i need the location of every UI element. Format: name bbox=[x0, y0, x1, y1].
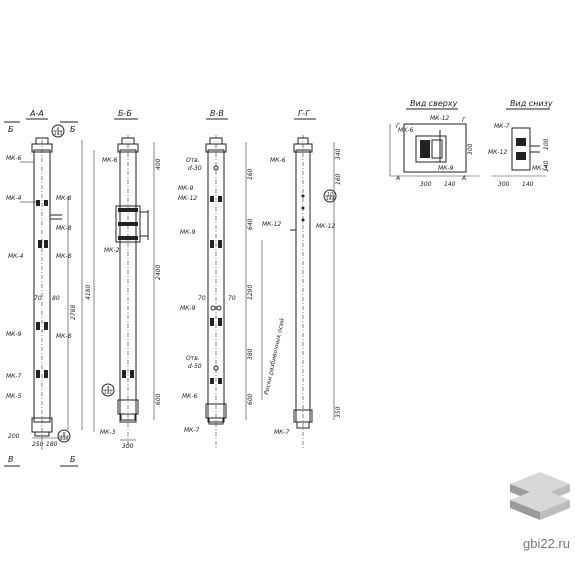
bottom-view-dim-1: 140 bbox=[522, 181, 534, 188]
view-gg-label-3: МК-7 bbox=[274, 429, 290, 436]
view-gg-callout bbox=[323, 189, 337, 203]
view-aa-label-6: МК-8 bbox=[56, 253, 72, 260]
view-aa-callout-bottom bbox=[57, 429, 71, 443]
plate bbox=[36, 200, 40, 206]
view-aa-label-3: МК-8 bbox=[56, 195, 72, 202]
top-view-label-2: МК-9 bbox=[438, 165, 454, 172]
view-vv-dim-6: 70 bbox=[228, 295, 236, 302]
view-aa-label-4: МК-8 bbox=[56, 225, 72, 232]
top-view-dim-1: 140 bbox=[444, 181, 456, 188]
bottom-view: Вид снизу МК-7 МК-12 МК-3 300 140 100 14… bbox=[488, 99, 553, 188]
view-aa-dim-4: 250 bbox=[32, 441, 44, 448]
view-bb-dim-0: 400 bbox=[155, 158, 162, 170]
view-aa-cut-bottom-right: Б bbox=[70, 455, 76, 464]
top-view-mark-3: А bbox=[461, 175, 466, 182]
top-view-mark-1: Г bbox=[462, 117, 466, 124]
view-aa-title: А-А bbox=[29, 109, 44, 118]
top-view-body bbox=[403, 123, 467, 173]
view-bb-dim-2: 600 bbox=[155, 393, 162, 405]
view-aa-label-5: МК-9 bbox=[6, 331, 22, 338]
stacked-slabs-logo bbox=[510, 472, 570, 520]
view-aa-dim-0: 4180 bbox=[85, 285, 92, 300]
view-aa-label-9: МК-5 bbox=[6, 393, 22, 400]
view-bb-label-1: МК-2 bbox=[104, 247, 120, 254]
bottom-view-label-2: МК-3 bbox=[532, 165, 548, 172]
view-gg-label-1: МК-12 bbox=[262, 221, 281, 228]
view-bb-bracket bbox=[115, 205, 141, 243]
top-view-dim-2: 300 bbox=[467, 143, 474, 155]
view-aa-dim-6: 200 bbox=[8, 433, 20, 440]
view-bb-label-2: МК-3 bbox=[100, 429, 116, 436]
view-gg-dim-2: 350 bbox=[335, 406, 342, 418]
view-gg-title: Г-Г bbox=[298, 109, 310, 118]
view-vv-label-1: d-30 bbox=[188, 165, 202, 172]
view-aa-cut-bottom-left: В bbox=[8, 455, 14, 464]
view-aa-label-1: МК-4 bbox=[6, 195, 22, 202]
view-gg: Г-Г МК-6 МК-12 МК-12 МК-7 340 160 350 Ри… bbox=[261, 109, 342, 448]
top-view-dim-0: 300 bbox=[420, 181, 432, 188]
top-view-mark-0: Г bbox=[396, 123, 400, 130]
top-view: Вид сверху Г Г А А МК-6 МК-12 МК-9 300 1… bbox=[389, 99, 480, 188]
view-vv-dim-4: 600 bbox=[247, 393, 254, 405]
top-view-mark-2: А bbox=[395, 175, 400, 182]
view-gg-label-0: МК-6 bbox=[270, 157, 286, 164]
bottom-view-label-1: МК-12 bbox=[488, 149, 507, 156]
view-vv-dim-1: 640 bbox=[247, 218, 254, 230]
view-vv: В-В Отв. d-30 МК-9 МК-12 МК-9 МК-9 Отв. … bbox=[178, 109, 254, 448]
view-bb-dim-3: 300 bbox=[122, 443, 134, 450]
view-gg-label-2: МК-12 bbox=[316, 223, 335, 230]
top-view-title: Вид сверху bbox=[410, 99, 458, 108]
view-gg-dim-0: 340 bbox=[335, 148, 342, 160]
view-vv-label-2: МК-9 bbox=[178, 185, 194, 192]
view-aa-label-7: МК-7 bbox=[6, 373, 22, 380]
view-gg-dim-1: 160 bbox=[335, 173, 342, 185]
view-bb-callout bbox=[101, 383, 115, 397]
view-vv-label-0: Отв. bbox=[186, 157, 200, 164]
bottom-view-dim-2: 100 bbox=[543, 138, 550, 150]
view-vv-dim-3: 380 bbox=[247, 348, 254, 360]
view-aa-cut-right: Б bbox=[70, 125, 76, 134]
view-aa: А-А Б Б В Б МК-6 bbox=[4, 109, 92, 467]
bottom-view-label-0: МК-7 bbox=[494, 123, 510, 130]
view-aa-callout-top bbox=[51, 124, 65, 138]
view-vv-label-3: МК-12 bbox=[178, 195, 197, 202]
view-aa-dim-2: 70 bbox=[34, 295, 42, 302]
view-gg-side-note: Риски разбивочных осей bbox=[263, 318, 286, 396]
view-aa-dim-3: 80 bbox=[52, 295, 60, 302]
watermark-text: gbi22.ru bbox=[523, 536, 570, 551]
view-vv-label-8: МК-6 bbox=[182, 393, 198, 400]
bottom-view-dim-3: 140 bbox=[543, 160, 550, 172]
view-vv-label-9: МК-7 bbox=[184, 427, 200, 434]
view-vv-label-4: МК-9 bbox=[180, 229, 196, 236]
view-aa-dim-1: 2788 bbox=[70, 305, 77, 320]
view-vv-label-5: МК-9 bbox=[180, 305, 196, 312]
view-aa-cut-left: Б bbox=[8, 125, 14, 134]
view-bb-label-0: МК-6 bbox=[102, 157, 118, 164]
view-aa-label-2: МК-4 bbox=[8, 253, 24, 260]
bottom-view-dim-0: 300 bbox=[498, 181, 510, 188]
view-vv-dim-2: 1290 bbox=[247, 285, 254, 300]
top-view-label-0: МК-6 bbox=[398, 127, 414, 134]
bottom-view-title: Вид снизу bbox=[510, 99, 553, 108]
view-vv-dim-0: 160 bbox=[247, 168, 254, 180]
top-view-label-1: МК-12 bbox=[430, 115, 449, 122]
view-vv-dim-5: 70 bbox=[198, 295, 206, 302]
view-vv-label-7: d-50 bbox=[188, 363, 202, 370]
bottom-view-body bbox=[511, 127, 531, 171]
view-bb-title: Б-Б bbox=[118, 109, 132, 118]
view-aa-label-8: МК-8 bbox=[56, 333, 72, 340]
view-aa-dim-5: 180 bbox=[46, 441, 58, 448]
view-aa-label-0: МК-6 bbox=[6, 155, 22, 162]
view-bb-dim-1: 2400 bbox=[155, 265, 162, 280]
view-vv-title: В-В bbox=[210, 109, 224, 118]
view-vv-label-6: Отв. bbox=[186, 355, 200, 362]
